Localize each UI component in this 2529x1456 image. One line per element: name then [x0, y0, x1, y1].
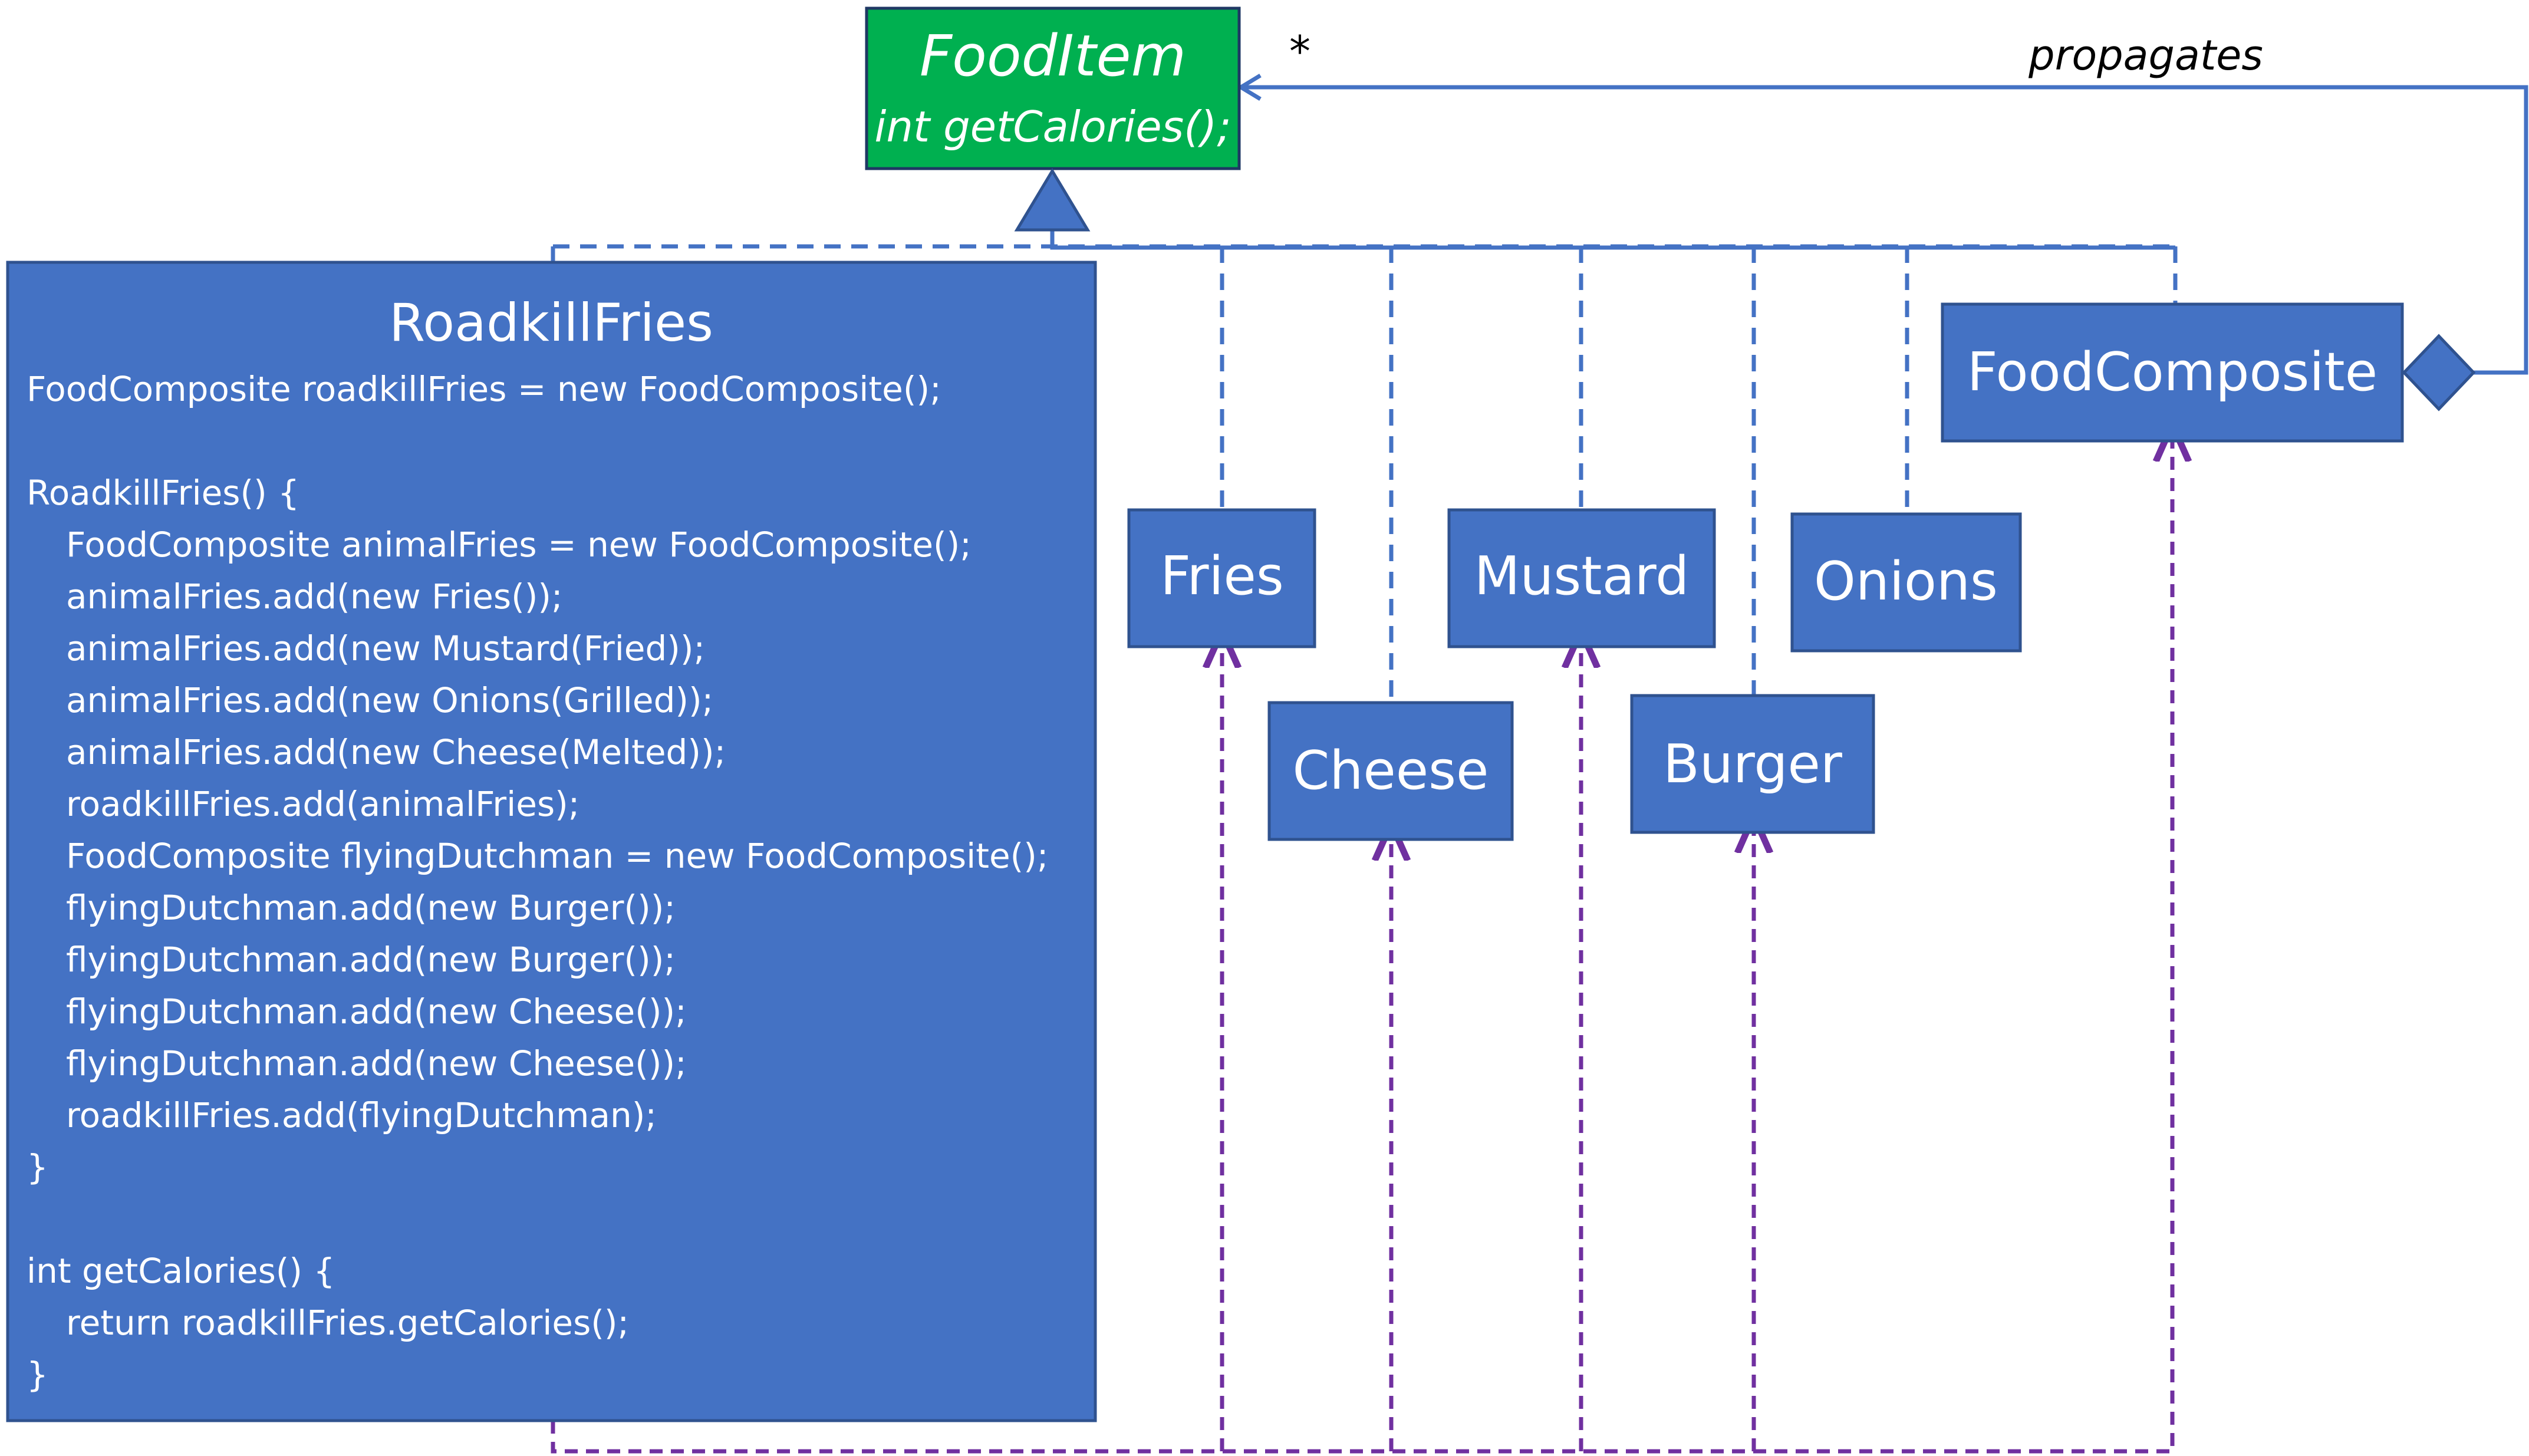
roadkill-title: RoadkillFries	[389, 292, 713, 353]
composite-inheritance-line	[1050, 227, 2175, 250]
burger-class: Burger	[1630, 694, 1875, 834]
food-composite-class: FoodComposite	[1941, 302, 2404, 443]
code-line: }	[27, 1147, 48, 1187]
code-line: RoadkillFries() {	[27, 473, 299, 513]
food-item-class: FoodItem int getCalories();	[865, 6, 1241, 170]
code-line: animalFries.add(new Cheese(Melted));	[66, 732, 726, 772]
code-line: return roadkillFries.getCalories();	[66, 1303, 629, 1343]
code-line: animalFries.add(new Mustard(Fried));	[66, 628, 705, 668]
dependency-lines	[551, 441, 2172, 1454]
code-line: roadkillFries.add(flyingDutchman);	[66, 1095, 657, 1135]
propagates-line	[1241, 85, 2528, 375]
code-line: FoodComposite animalFries = new FoodComp…	[66, 525, 972, 565]
mustard-class: Mustard	[1447, 508, 1716, 648]
inheritance-lines	[551, 244, 2178, 703]
mustard-label: Mustard	[1474, 545, 1690, 607]
food-item-method: int getCalories();	[874, 102, 1231, 151]
code-line: flyingDutchman.add(new Burger());	[66, 940, 676, 980]
burger-label: Burger	[1663, 733, 1842, 795]
onions-label: Onions	[1814, 551, 1998, 612]
code-line: flyingDutchman.add(new Cheese());	[66, 991, 687, 1032]
code-line: roadkillFries.add(animalFries);	[66, 784, 579, 824]
code-line: animalFries.add(new Onions(Grilled));	[66, 680, 713, 720]
code-line: }	[27, 1355, 48, 1395]
cheese-class: Cheese	[1267, 701, 1514, 841]
code-line: int getCalories() {	[27, 1251, 335, 1291]
multiplicity-label: *	[1289, 27, 1310, 76]
code-line: FoodComposite flyingDutchman = new FoodC…	[66, 836, 1048, 876]
cheese-label: Cheese	[1293, 740, 1489, 802]
code-line: FoodComposite roadkillFries = new FoodCo…	[27, 369, 941, 409]
roadkill-fries-class: RoadkillFries FoodComposite roadkillFrie…	[6, 261, 1097, 1422]
code-line: flyingDutchman.add(new Burger());	[66, 888, 676, 928]
inheritance-triangle-icon	[1014, 168, 1091, 232]
aggregation-diamond-icon	[2402, 334, 2476, 411]
roadkill-code: FoodComposite roadkillFries = new FoodCo…	[27, 369, 1048, 1395]
propagates-arrowhead	[1237, 74, 1262, 101]
fries-class: Fries	[1127, 508, 1316, 648]
code-line: flyingDutchman.add(new Cheese());	[66, 1043, 687, 1083]
onions-class: Onions	[1790, 512, 2022, 653]
food-composite-label: FoodComposite	[1967, 341, 2377, 403]
code-line: animalFries.add(new Fries());	[66, 577, 563, 617]
propagates-label: propagates	[2028, 31, 2263, 80]
fries-label: Fries	[1160, 545, 1284, 607]
food-item-name: FoodItem	[920, 23, 1186, 89]
